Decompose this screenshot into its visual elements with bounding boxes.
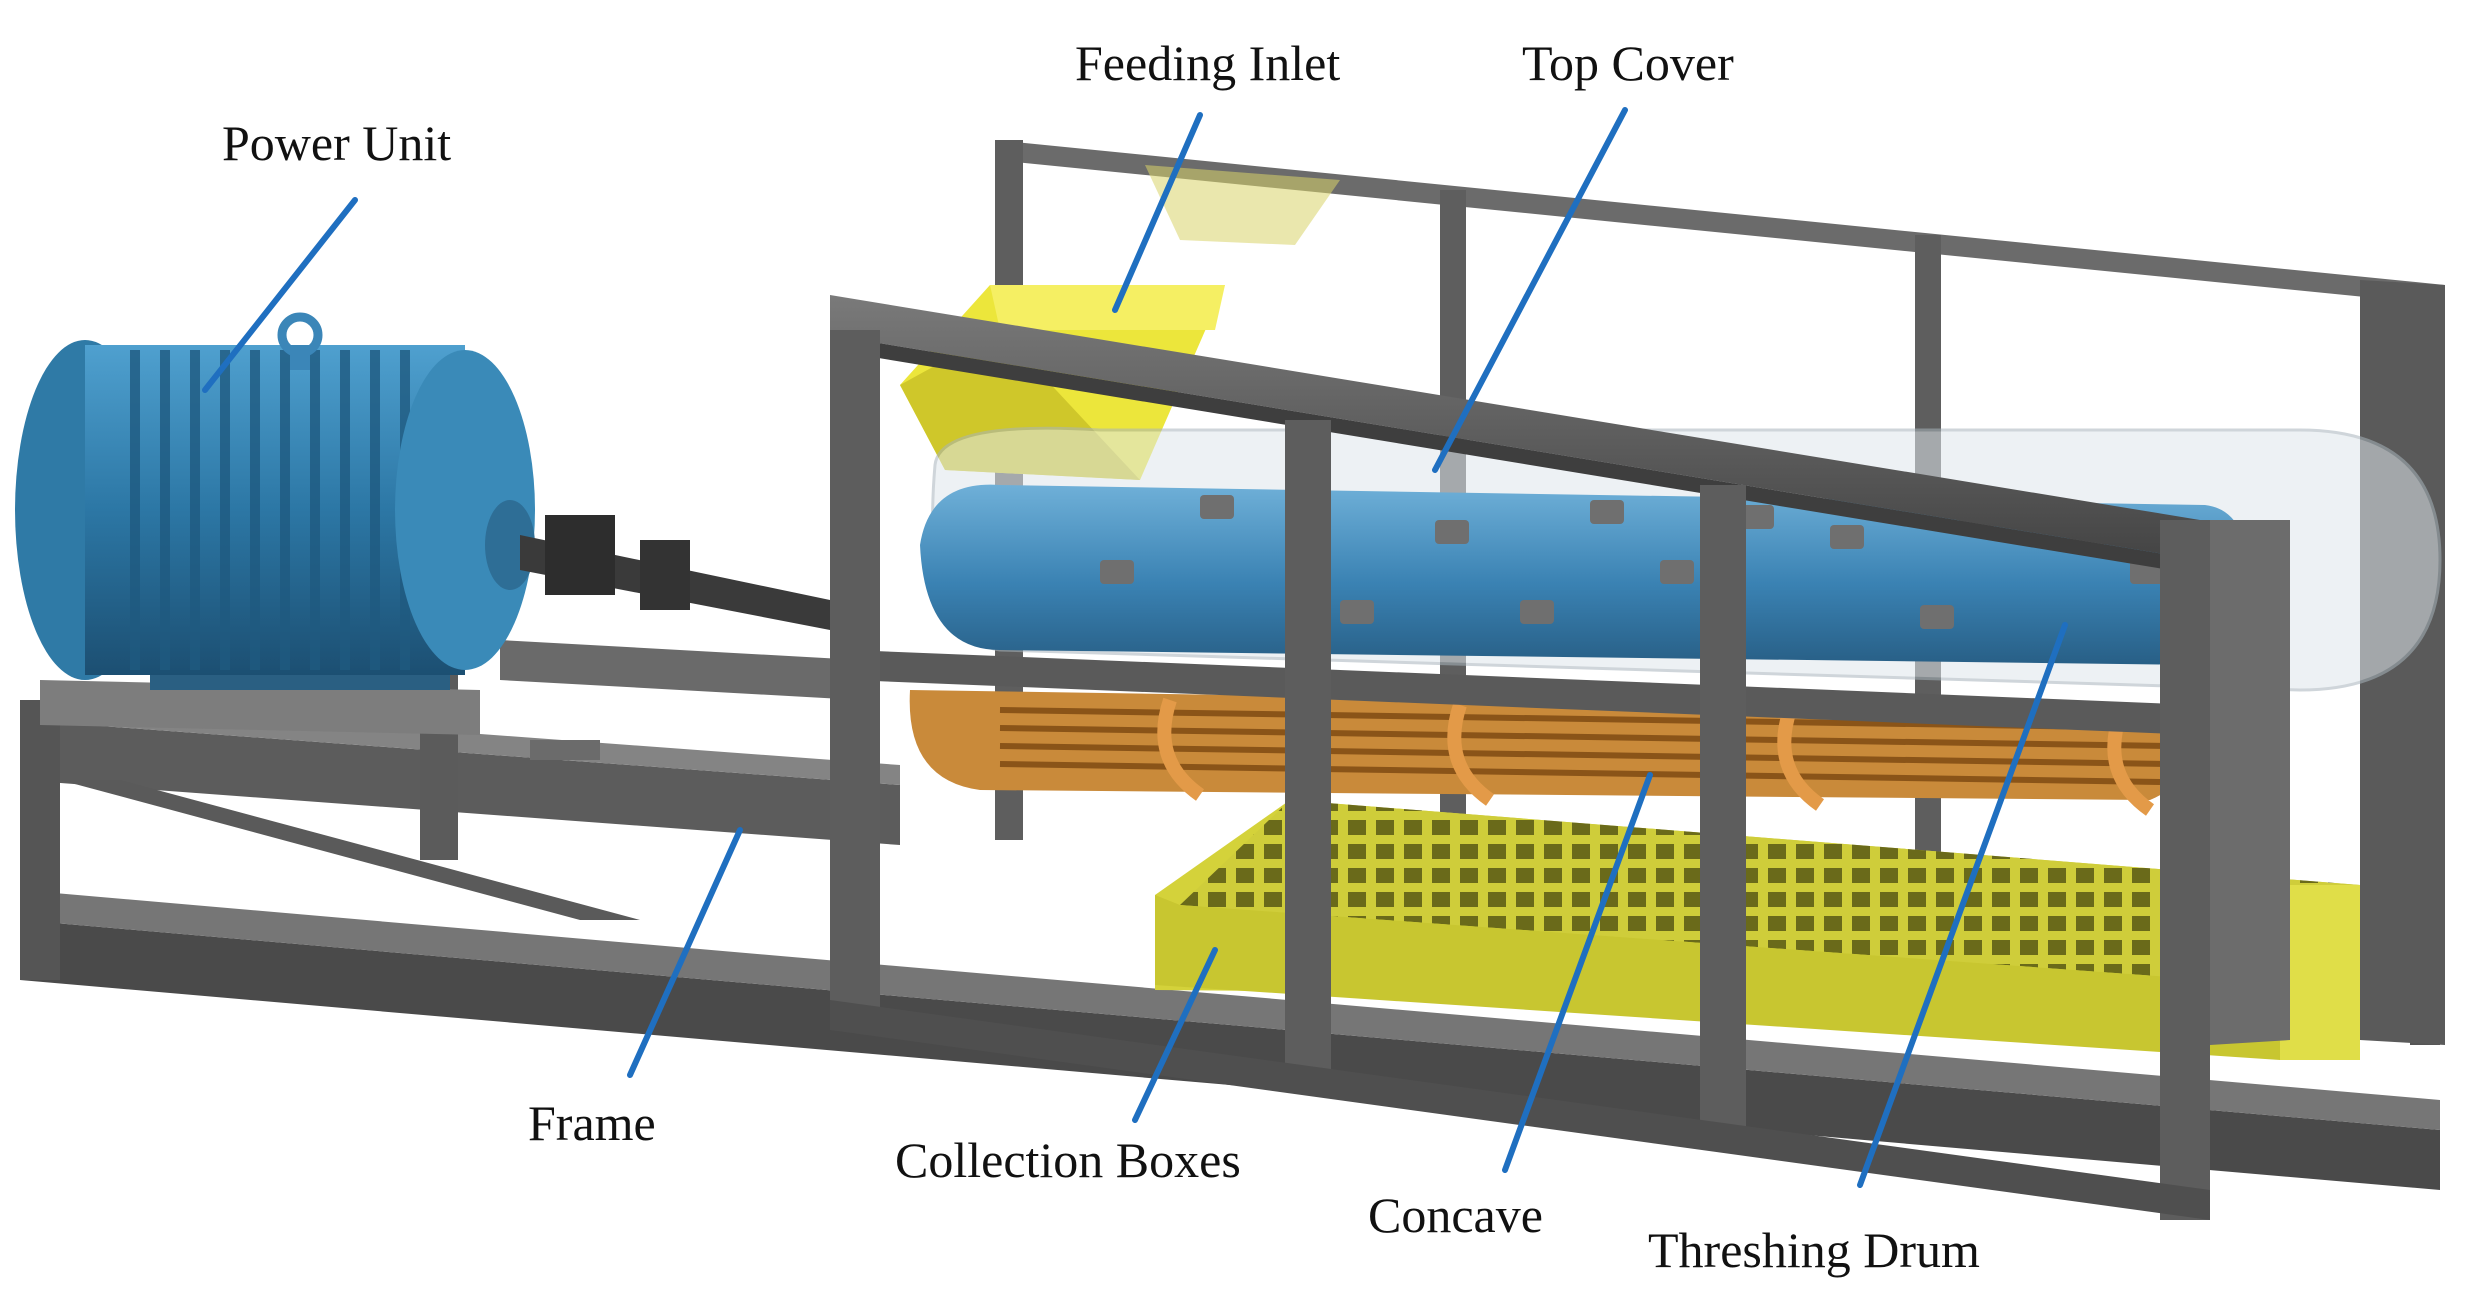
label-collection-boxes: Collection Boxes [895, 1132, 1241, 1188]
drive-shaft [520, 515, 830, 630]
leader-line-threshing-drum [1857, 622, 2068, 1188]
leader-line-collection-boxes [1132, 947, 1218, 1123]
leader-line-concave [1502, 772, 1653, 1173]
label-feeding-inlet: Feeding Inlet [1075, 35, 1341, 91]
front-frame [830, 295, 2290, 1220]
label-power-unit: Power Unit [222, 115, 452, 171]
threshing-drum [920, 484, 2250, 665]
label-frame: Frame [528, 1095, 656, 1151]
leader-line-feeding-inlet [1112, 112, 1203, 313]
leader-line-power-unit [202, 197, 358, 393]
power-unit-motor [15, 312, 535, 680]
label-threshing-drum: Threshing Drum [1648, 1222, 1980, 1278]
label-concave: Concave [1368, 1187, 1543, 1243]
leader-lines [202, 107, 2068, 1188]
label-top-cover: Top Cover [1522, 35, 1734, 91]
leader-line-frame [627, 827, 743, 1078]
leader-line-top-cover [1432, 107, 1628, 473]
